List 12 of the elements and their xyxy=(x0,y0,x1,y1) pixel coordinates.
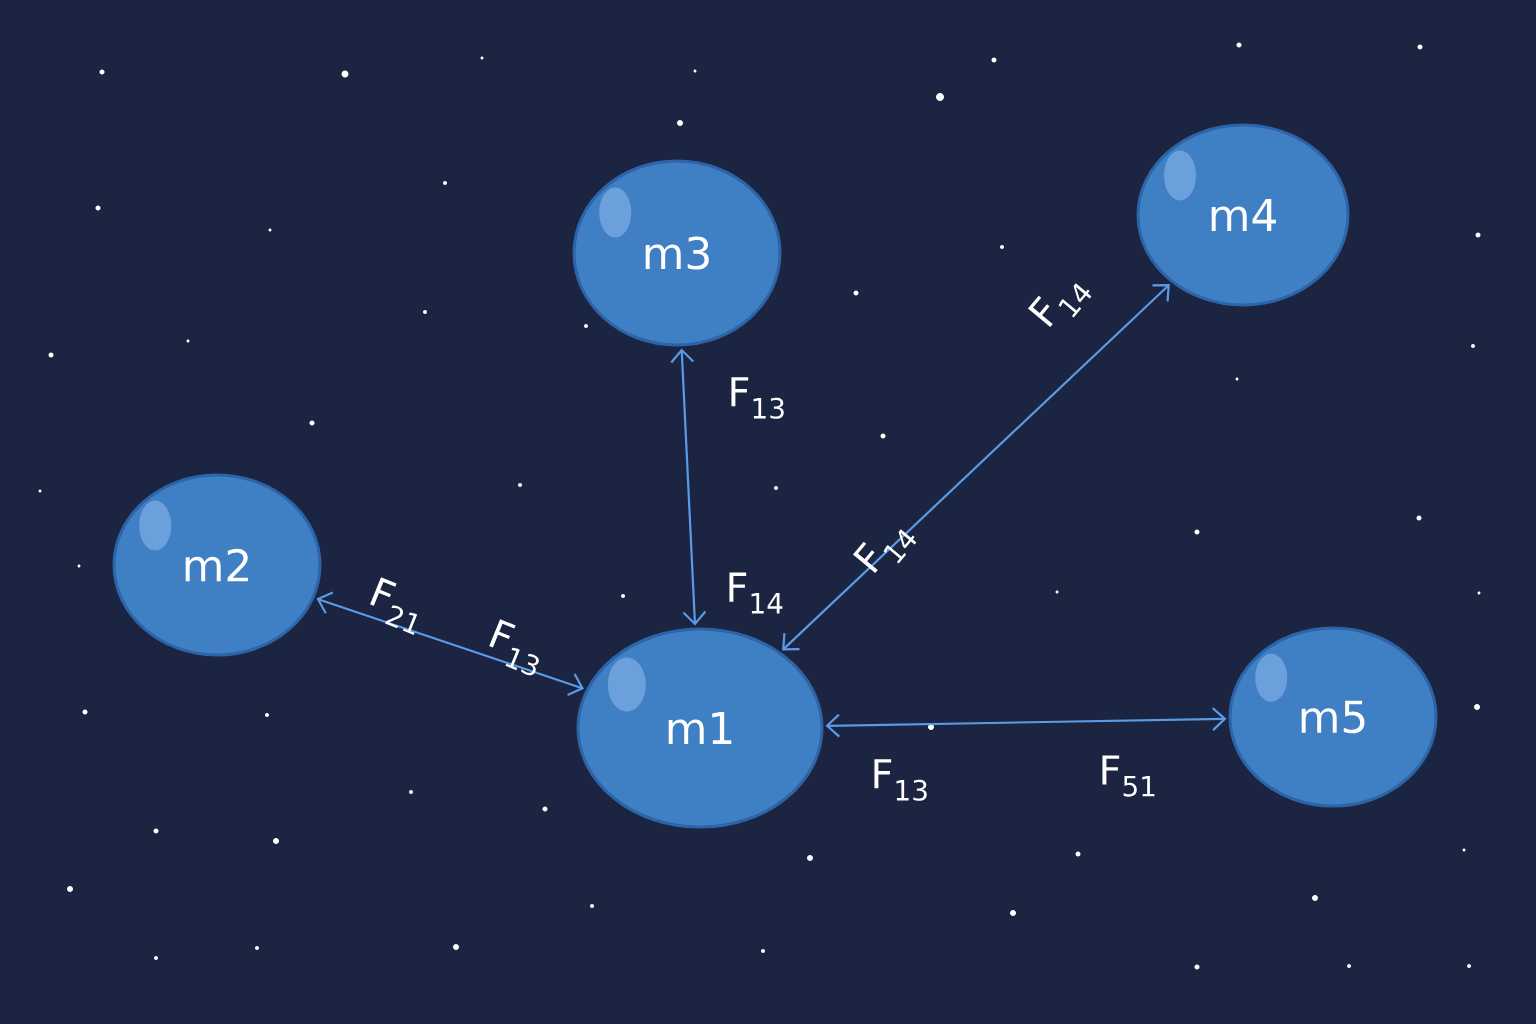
arrow xyxy=(316,591,585,696)
force-label: F$_{13}$ xyxy=(874,759,927,801)
mass-sphere: m3 xyxy=(572,159,782,347)
force-label: F$_{13}$ xyxy=(489,619,539,676)
mass-sphere: m1 xyxy=(576,627,824,829)
arrow xyxy=(782,284,1170,651)
mass-sphere: m5 xyxy=(1228,626,1438,808)
mass-sphere: m2 xyxy=(112,473,322,657)
force-label: F$_{14}$ xyxy=(729,572,783,614)
mass-sphere: m4 xyxy=(1136,123,1350,307)
arrow xyxy=(670,348,707,626)
arrow xyxy=(825,707,1227,738)
